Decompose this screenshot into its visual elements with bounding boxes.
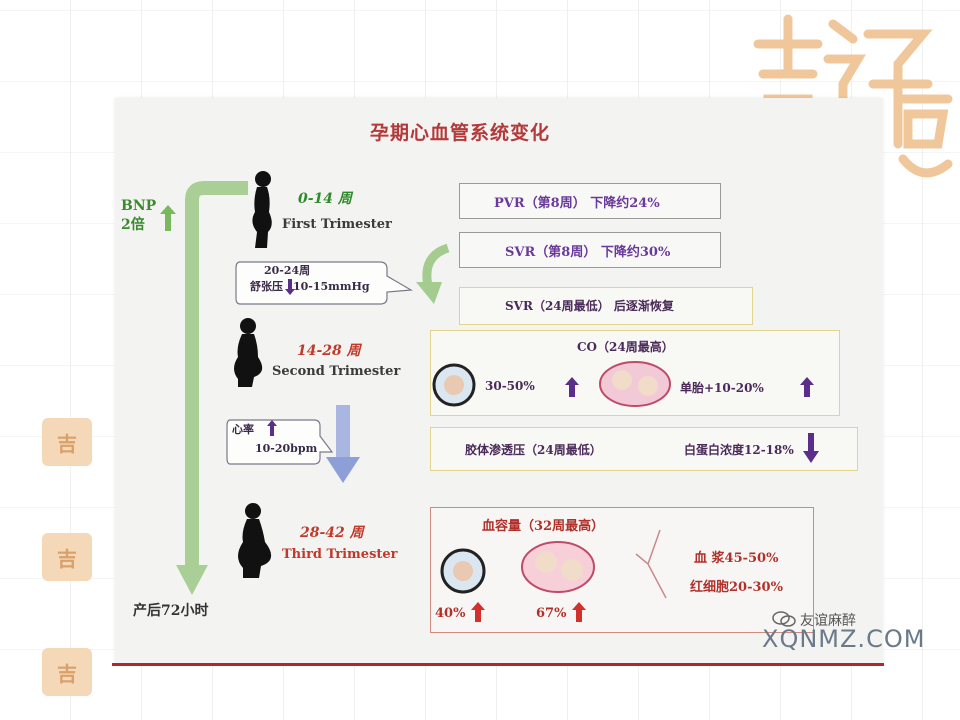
- trimester-weeks: 0-14 周: [298, 191, 352, 207]
- stamp-icon: 吉: [42, 533, 92, 581]
- co-title: CO（24周最高）: [577, 340, 674, 354]
- stamp-icon: 吉: [42, 648, 92, 696]
- bnp-label: BNP 2倍: [121, 198, 157, 233]
- callout-heartrate-value: 10-20bpm: [255, 442, 318, 455]
- volume-single-value: 40%: [435, 606, 466, 621]
- fetus-icon: [440, 548, 486, 594]
- trimester-weeks: 14-28 周: [297, 343, 361, 359]
- down-arrow-icon: [326, 405, 360, 483]
- up-arrow-icon: [800, 377, 814, 397]
- pregnant-silhouette-icon: [234, 318, 263, 387]
- twins-icon: [599, 361, 671, 407]
- bracket-line: [635, 529, 667, 599]
- svr-week8-box: [459, 232, 721, 268]
- wechat-icon: [772, 611, 796, 627]
- trimester-name: Third Trimester: [282, 547, 398, 562]
- down-arrow-icon: [803, 433, 819, 463]
- callout-diastolic-label: 舒张压: [250, 280, 283, 293]
- postpartum-label: 产后72小时: [133, 603, 209, 619]
- up-arrow-icon: [572, 602, 586, 622]
- pregnant-silhouette-icon: [238, 503, 272, 578]
- volume-box: [430, 507, 814, 633]
- up-arrow-icon: [565, 377, 579, 397]
- callout-bubble: [235, 261, 413, 305]
- svr-week8-text: SVR（第8周） 下降约30%: [505, 245, 671, 260]
- watermark-url: XQNMZ.COM: [762, 625, 926, 653]
- co-left-value: 30-50%: [485, 379, 535, 393]
- pregnant-silhouette-icon: [252, 171, 272, 248]
- slide-bottom-rule: [112, 663, 884, 666]
- timeline-arrow-icon: [176, 181, 248, 595]
- svr-week24-box: [459, 287, 753, 325]
- plasma-value: 血 浆45-50%: [694, 551, 779, 566]
- colloid-left: 胶体渗透压（24周最低）: [465, 443, 602, 457]
- colloid-right: 白蛋白浓度12-18%: [684, 443, 794, 457]
- callout-diastolic-week: 20-24周: [264, 264, 311, 277]
- up-arrow-icon: [267, 420, 277, 436]
- rbc-value: 红细胞20-30%: [690, 580, 783, 595]
- callout-heartrate-label: 心率: [232, 423, 254, 436]
- co-right-value: 单胎+10-20%: [680, 381, 764, 395]
- pvr-text: PVR（第8周） 下降约24%: [494, 196, 660, 211]
- up-arrow-icon: [471, 602, 485, 622]
- trimester-name: Second Trimester: [272, 364, 401, 379]
- page-title: 孕期心血管系统变化: [370, 122, 551, 144]
- fetus-icon: [432, 363, 476, 407]
- volume-twin-value: 67%: [536, 606, 567, 621]
- svr-week24-text: SVR（24周最低） 后逐渐恢复: [505, 299, 674, 313]
- twins-icon: [521, 541, 595, 593]
- bnp-up-arrow-icon: [160, 205, 176, 231]
- trimester-name: First Trimester: [282, 217, 392, 232]
- watermark-name: 友谊麻醉: [800, 613, 856, 629]
- colloid-box: [430, 427, 858, 471]
- down-arrow-icon: [285, 279, 295, 295]
- stamp-icon: 吉: [42, 418, 92, 466]
- trimester-weeks: 28-42 周: [300, 525, 364, 541]
- pvr-box: [459, 183, 721, 219]
- callout-bubble: [226, 419, 334, 465]
- callout-diastolic-value: 10-15mmHg: [293, 280, 370, 293]
- curved-arrow-icon: [416, 243, 450, 304]
- volume-title: 血容量（32周最高）: [482, 519, 605, 534]
